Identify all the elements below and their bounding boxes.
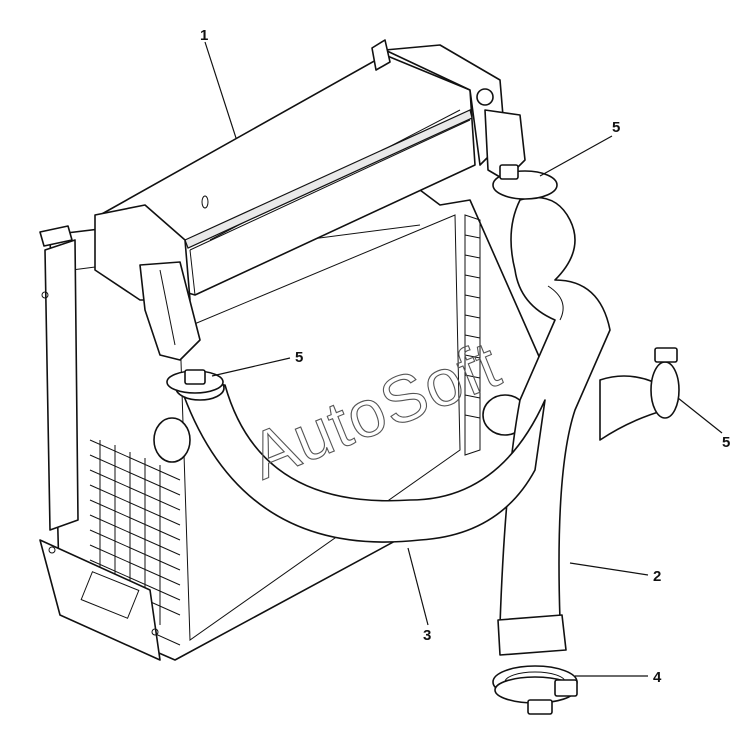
clamp-right	[650, 347, 680, 419]
leader-lines	[204, 41, 723, 677]
callout-5-right: 5	[722, 434, 730, 451]
callout-1: 1	[200, 27, 208, 44]
right-fins	[464, 214, 481, 456]
callout-5-top: 5	[612, 119, 620, 136]
clamps	[166, 164, 680, 715]
callout-labels: 1 2 3 4 5 5 5	[200, 27, 730, 686]
intercooler-upper-tank	[39, 39, 526, 361]
callout-2: 2	[653, 568, 661, 585]
clamp-center	[166, 369, 224, 394]
clamp-upper-right	[492, 164, 558, 200]
callout-5-center: 5	[295, 349, 303, 366]
clamp-bottom	[494, 676, 578, 715]
callout-4: 4	[653, 669, 662, 686]
callout-3: 3	[423, 627, 431, 644]
